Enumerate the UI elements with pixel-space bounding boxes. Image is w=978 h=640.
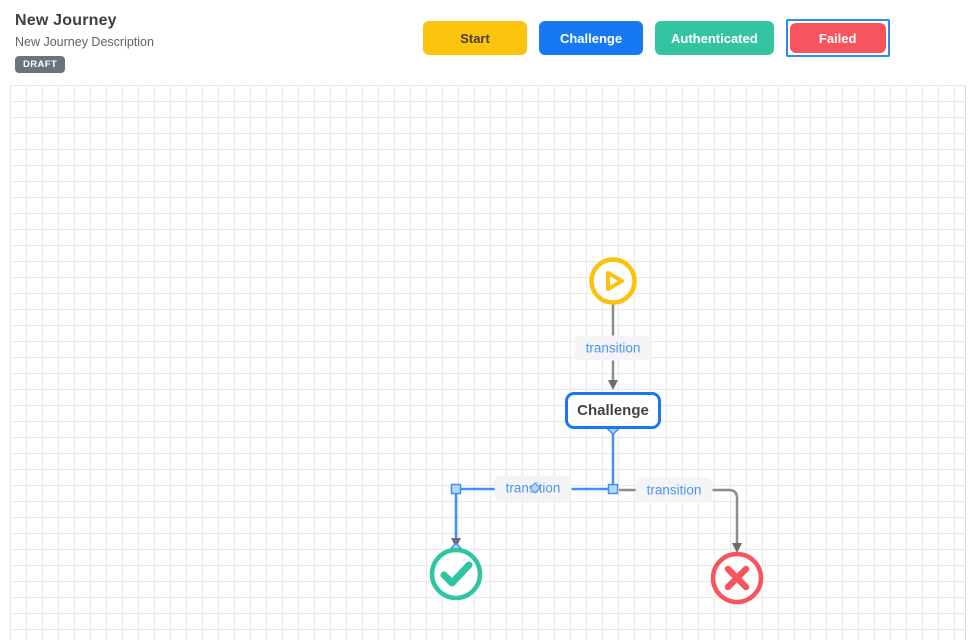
edge-endpoint-handle[interactable] [450,483,462,495]
grid-background [10,85,966,640]
failed-node[interactable] [710,551,764,605]
x-icon [724,565,750,591]
title-block: New Journey New Journey Description DRAF… [15,12,154,73]
edge-challenge-failed[interactable] [619,488,742,553]
legend-authenticated-button[interactable]: Authenticated [655,21,774,55]
legend-failed-button[interactable]: Failed [789,23,886,53]
state-legend: Start Challenge Authenticated Failed [423,19,890,57]
header: New Journey New Journey Description DRAF… [0,0,978,85]
authenticated-node[interactable] [429,547,483,601]
legend-failed-selection-outline: Failed [785,19,890,57]
status-badge: DRAFT [15,56,66,73]
challenge-node-box[interactable]: Challenge [565,392,661,429]
legend-start-button[interactable]: Start [423,21,527,55]
page-title: New Journey [15,12,117,29]
page-description: New Journey Description [15,35,154,49]
legend-challenge-button[interactable]: Challenge [539,21,643,55]
arrowhead-icon [732,543,742,553]
arrowhead-icon [608,380,618,390]
diagram-canvas[interactable]: transition transition transition Challen… [0,85,978,640]
diagram-svg [429,257,764,605]
check-icon [440,561,473,587]
edge-endpoint-handle[interactable] [607,483,619,495]
play-icon [606,271,624,291]
edge-label-start-challenge[interactable]: transition [574,335,652,361]
start-node[interactable] [589,257,637,305]
edge-label-challenge-failed[interactable]: transition [635,477,713,503]
